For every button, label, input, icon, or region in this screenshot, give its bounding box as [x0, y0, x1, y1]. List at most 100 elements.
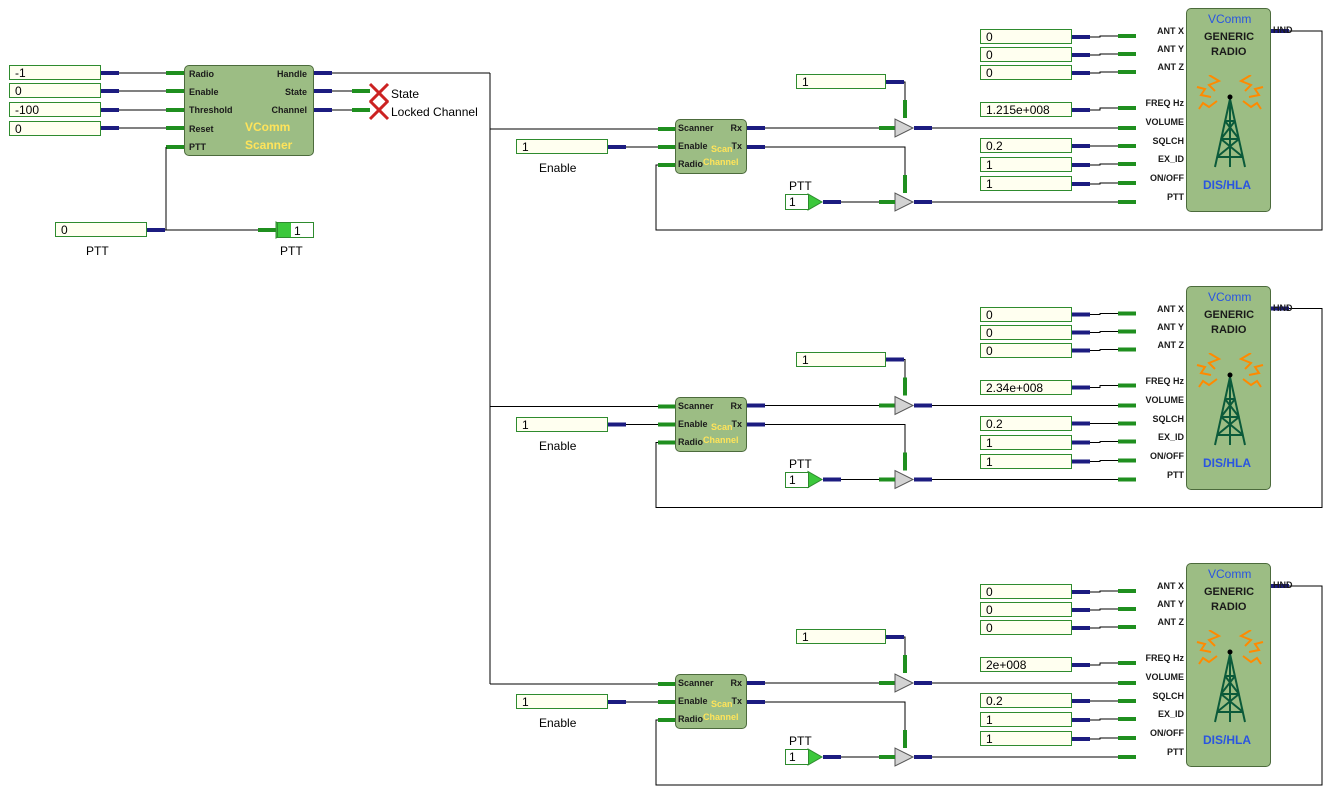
scanner-title-line2: Scanner	[245, 138, 293, 152]
radio-input-5[interactable]: 1	[980, 434, 1072, 450]
ptt-display-triangle-icon	[807, 193, 824, 211]
vcomm-scanner-block[interactable]: Radio Enable Threshold Reset PTT Handle …	[184, 65, 314, 156]
radio-input-wire	[1090, 71, 1118, 74]
channel-ptt-input[interactable]: 1	[785, 471, 809, 488]
scan-port-rx: Rx	[730, 400, 742, 411]
radio-input-6[interactable]: 1	[980, 453, 1072, 469]
scanner-enable-input[interactable]: 0	[9, 83, 101, 98]
radio-input-6[interactable]: 1	[980, 176, 1072, 191]
radio-input-4[interactable]: 0.2	[980, 693, 1072, 708]
scan-port-enable: Enable	[678, 418, 708, 429]
radio-input-wire	[1090, 662, 1118, 666]
radio-input-1[interactable]: 0	[980, 324, 1072, 340]
gain-constant-input[interactable]: 1	[796, 351, 886, 367]
ptt-main-label: PTT	[86, 244, 109, 258]
channel-ptt-input[interactable]: 1	[785, 749, 809, 765]
ptt-main-display-value: 1	[294, 224, 301, 238]
scan-port-scanner: Scanner	[678, 400, 714, 411]
radio-title-vcomm: VComm	[1208, 567, 1252, 581]
scan-port-scanner: Scanner	[678, 123, 714, 133]
scan-title-line1: Scan	[711, 144, 733, 154]
ptt-display-triangle-icon	[807, 748, 824, 766]
channel-ptt-label: PTT	[789, 734, 812, 748]
channel-enable-input[interactable]: 1	[516, 139, 608, 154]
radio-input-1[interactable]: 0	[980, 47, 1072, 62]
radio-input-5[interactable]: 1	[980, 157, 1072, 172]
radio-input-3[interactable]: 2e+008	[980, 657, 1072, 672]
radio-port-2: ANT Z	[1157, 62, 1185, 72]
radio-input-5[interactable]: 1	[980, 712, 1072, 727]
radio-input-0[interactable]: 0	[980, 306, 1072, 322]
radio-input-wire	[1090, 107, 1118, 111]
radio-input-wire	[1090, 53, 1118, 56]
channel-enable-input[interactable]: 1	[516, 416, 608, 432]
radio-input-6[interactable]: 1	[980, 731, 1072, 746]
scan-title-line2: Channel	[703, 157, 739, 167]
radio-port-6: EX_ID	[1157, 709, 1184, 719]
radio-title-dishla: DIS/HLA	[1203, 733, 1251, 747]
x-mark-icon	[368, 99, 390, 121]
tx-wire	[765, 701, 906, 730]
scanner-reset-input[interactable]: 0	[9, 121, 101, 136]
radio-port-7: ON/OFF	[1150, 728, 1184, 738]
scanner-radio-input[interactable]: -1	[9, 65, 101, 80]
radio-input-0[interactable]: 0	[980, 584, 1072, 599]
radio-input-wire	[1090, 182, 1118, 185]
radio-port-3: FREQ Hz	[1145, 653, 1184, 663]
scanner-threshold-input[interactable]: -100	[9, 102, 101, 117]
radio-port-hnd: HND	[1273, 25, 1293, 35]
radio-input-2[interactable]: 0	[980, 342, 1072, 358]
scan-port-tx: Tx	[731, 418, 742, 429]
radio-port-4: VOLUME	[1145, 394, 1184, 405]
radio-input-wire	[1090, 460, 1118, 462]
radio-title-vcomm: VComm	[1208, 289, 1252, 304]
radio-title-radio: RADIO	[1211, 46, 1247, 58]
channel-enable-label: Enable	[539, 161, 577, 175]
radio-handle-feedback-wire	[655, 585, 1323, 786]
port-radio: Radio	[189, 69, 215, 79]
gain-constant-input[interactable]: 1	[796, 629, 886, 644]
scan-port-tx: Tx	[731, 696, 742, 706]
gain-wire	[904, 81, 906, 100]
scan-port-radio: Radio	[678, 159, 704, 169]
radio-port-2: ANT Z	[1157, 339, 1185, 350]
radio-port-6: EX_ID	[1157, 431, 1184, 442]
ptt-main-display-label: PTT	[280, 244, 303, 258]
radio-input-2[interactable]: 0	[980, 620, 1072, 635]
x-mark-icon	[368, 82, 390, 104]
state-output-label: State	[391, 87, 420, 101]
radio-port-0: ANT X	[1157, 581, 1184, 591]
channel-ptt-label: PTT	[789, 456, 812, 471]
channel-ptt-input[interactable]: 1	[785, 194, 809, 210]
scan-port-scanner: Scanner	[678, 678, 714, 688]
radio-port-1: ANT Y	[1157, 44, 1184, 54]
channel-enable-input[interactable]: 1	[516, 694, 608, 709]
scan-title-line1: Scan	[711, 421, 733, 432]
triangle-gain-icon	[894, 469, 915, 490]
radio-input-0[interactable]: 0	[980, 29, 1072, 44]
radio-input-4[interactable]: 0.2	[980, 138, 1072, 153]
radio-input-3[interactable]: 1.215e+008	[980, 102, 1072, 117]
radio-port-4: VOLUME	[1145, 672, 1184, 682]
port-state: State	[284, 87, 307, 97]
radio-port-hnd: HND	[1273, 580, 1293, 590]
radio-port-5: SQLCH	[1152, 691, 1185, 701]
radio-input-3[interactable]: 2.34e+008	[980, 379, 1072, 395]
radio-input-1[interactable]: 0	[980, 602, 1072, 617]
gain-constant-input[interactable]: 1	[796, 74, 886, 89]
radio-input-4[interactable]: 0.2	[980, 415, 1072, 431]
radio-port-3: FREQ Hz	[1145, 375, 1184, 386]
ptt-main-input[interactable]: 0	[55, 222, 147, 237]
radio-title-dishla: DIS/HLA	[1203, 455, 1251, 470]
radio-input-2[interactable]: 0	[980, 65, 1072, 80]
channel-enable-label: Enable	[539, 438, 577, 453]
port-threshold: Threshold	[189, 105, 233, 115]
radio-handle-feedback-wire	[655, 30, 1323, 231]
channel-enable-label: Enable	[539, 716, 577, 730]
